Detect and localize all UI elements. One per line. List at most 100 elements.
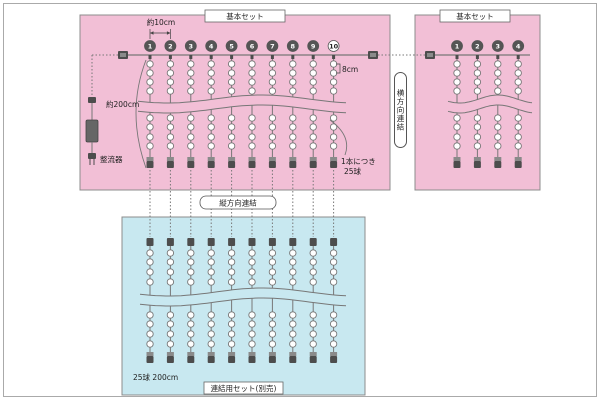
led-bulb <box>473 78 482 86</box>
end-connector <box>207 161 215 168</box>
led-bulb <box>146 249 154 257</box>
end-cap-top <box>289 352 297 356</box>
led-bulb <box>453 123 461 131</box>
led-bulb <box>289 142 297 150</box>
string-number-circle <box>184 40 197 52</box>
led-bulb <box>289 258 297 266</box>
end-connector <box>309 356 317 363</box>
end-cap-top <box>330 352 338 356</box>
led-bulb <box>473 114 482 122</box>
string-number-text: 3 <box>496 42 501 50</box>
led-bulb <box>166 123 175 131</box>
led-bulb <box>187 249 195 257</box>
string-number-badge: 8 <box>286 40 299 52</box>
led-bulb <box>289 268 297 276</box>
led-bulb <box>329 114 338 122</box>
led-bulb <box>453 78 461 86</box>
led-bulb <box>207 69 215 77</box>
end-cap-top <box>309 157 317 161</box>
led-bulb <box>227 340 236 348</box>
led-bulb <box>248 258 256 266</box>
second-set-light-string-1 <box>453 55 461 168</box>
end-connector <box>146 356 154 363</box>
end-cap-top <box>453 157 461 161</box>
led-bulb <box>166 311 175 319</box>
led-bulb <box>227 78 236 86</box>
string-number-badge: 3 <box>184 40 197 52</box>
end-connector <box>187 356 195 363</box>
led-bulb <box>329 311 338 319</box>
led-bulb <box>494 142 502 150</box>
end-cap-top <box>146 352 154 356</box>
led-bulb <box>494 114 502 122</box>
led-bulb <box>453 114 461 122</box>
extension-spec-label: 25球 200cm <box>133 372 178 382</box>
led-bulb <box>268 268 277 276</box>
led-bulb <box>146 311 154 319</box>
led-bulb <box>227 268 236 276</box>
led-bulb <box>227 133 236 141</box>
end-connector <box>166 161 174 168</box>
vertical-link-tag-text: 縦方向連結 <box>219 198 257 208</box>
string-number-circle <box>144 40 156 52</box>
led-bulb <box>309 133 317 141</box>
second-set-title: 基本セット <box>439 9 511 23</box>
string-length-label: 約200cm <box>106 99 139 109</box>
led-bulb <box>166 320 175 328</box>
led-bulb <box>187 268 195 276</box>
annotations <box>135 29 348 169</box>
led-bulb <box>207 268 215 276</box>
light-string-10 <box>329 55 338 168</box>
led-bulb <box>289 340 297 348</box>
led-bulb <box>514 69 522 77</box>
led-bulb <box>329 60 338 68</box>
led-bulb <box>453 133 461 141</box>
led-bulb <box>268 340 277 348</box>
end-connector <box>289 356 297 363</box>
led-bulb <box>248 249 256 257</box>
top-connector <box>309 238 317 246</box>
led-bulb <box>309 60 317 68</box>
led-bulb <box>207 330 215 338</box>
led-bulb <box>268 330 277 338</box>
second-set-break-line-upper <box>447 94 533 104</box>
vertical-link-lines <box>149 170 335 237</box>
led-bulb <box>187 87 195 95</box>
extension-light-string-5 <box>227 238 236 363</box>
led-bulb <box>187 311 195 319</box>
led-bulb <box>248 268 256 276</box>
string-hook <box>230 55 234 59</box>
bulb-spacing-bracket <box>336 63 341 74</box>
led-bulb <box>146 258 154 266</box>
led-bulb <box>207 278 215 286</box>
left-input-connector <box>118 51 128 59</box>
led-bulb <box>187 78 195 86</box>
led-bulb <box>309 142 317 150</box>
led-bulb <box>146 142 154 150</box>
led-bulb <box>227 114 236 122</box>
string-hook <box>496 55 500 59</box>
extension-set-break-line-lower <box>139 297 347 307</box>
led-bulb <box>146 133 154 141</box>
extension-set-title: 連結用セット(別売) <box>203 381 284 395</box>
led-bulb <box>166 87 175 95</box>
end-connector <box>166 356 174 363</box>
end-connector <box>248 161 256 168</box>
string-number-circle <box>266 40 279 52</box>
string-hook <box>168 55 172 59</box>
led-bulb <box>494 133 502 141</box>
led-bulb <box>329 123 338 131</box>
end-connector <box>473 161 481 168</box>
led-bulb <box>453 60 461 68</box>
led-bulb <box>166 60 175 68</box>
string-number-text: 7 <box>270 42 275 50</box>
bulb-spacing-label: 8cm <box>342 65 358 74</box>
led-bulb <box>248 87 256 95</box>
basic-set-title-box <box>204 9 286 23</box>
led-bulb <box>309 320 317 328</box>
second-set-input-connector-socket <box>427 53 433 57</box>
string-number-text: 8 <box>291 42 296 50</box>
end-cap-top <box>289 157 297 161</box>
led-bulb <box>166 114 175 122</box>
